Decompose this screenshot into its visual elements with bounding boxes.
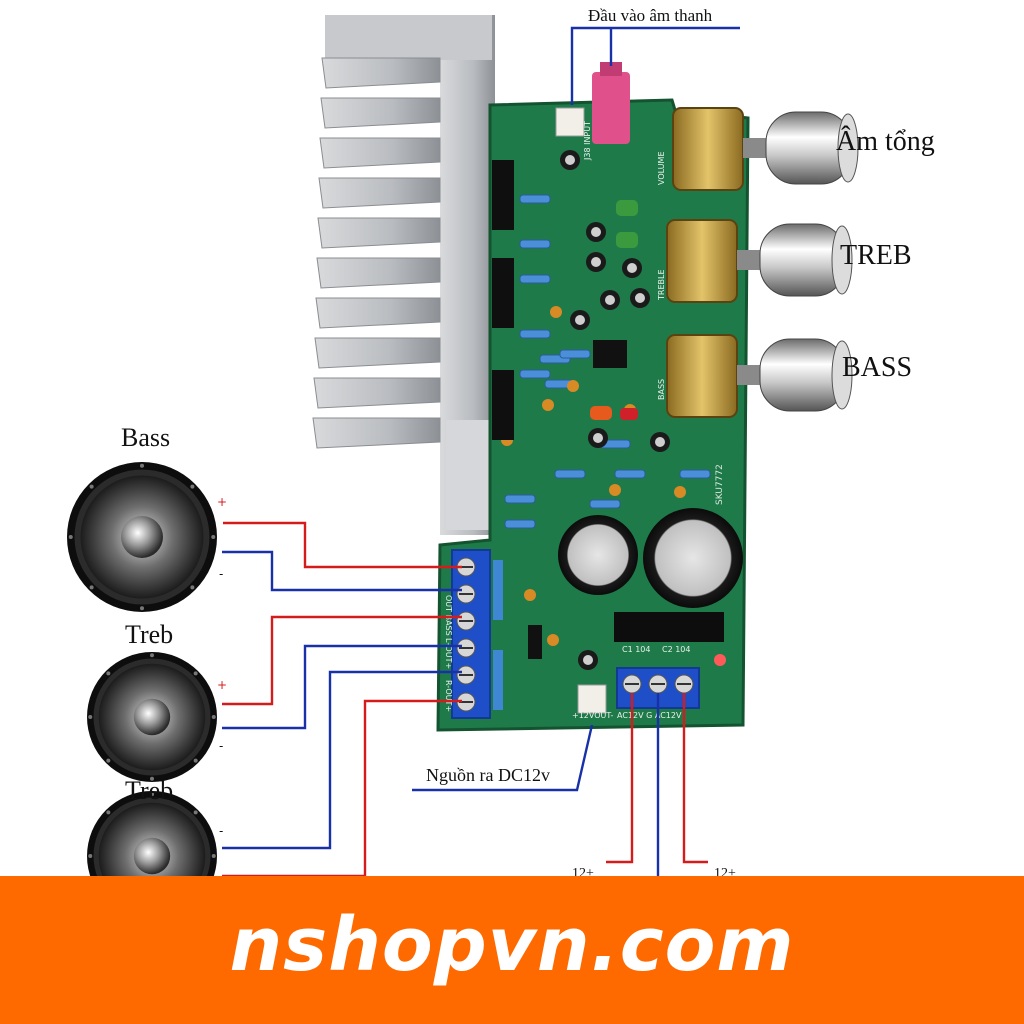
power-out-pointer-line (412, 724, 594, 792)
speaker-terminal-block (451, 549, 491, 719)
ceramic-capacitor (609, 484, 621, 496)
potentiometers (666, 107, 859, 418)
pot-shaft (737, 365, 765, 385)
resistor (614, 469, 646, 479)
heatsink-fin (319, 137, 441, 169)
treb-speaker-label-1: Treb (125, 620, 174, 649)
resistor (519, 329, 551, 339)
pot-shaft (737, 250, 765, 270)
heatsink-fin (320, 97, 441, 129)
resistor (493, 560, 503, 620)
resistor (679, 469, 711, 479)
heatsink (312, 15, 496, 535)
potentiometer (672, 107, 744, 191)
treble-silkscreen: TREBLE (657, 270, 666, 302)
speakers (67, 462, 217, 921)
resistor (554, 469, 586, 479)
heatsink-fin (318, 177, 441, 209)
input-pointer-line (570, 26, 740, 105)
resistor (519, 194, 551, 204)
wire-treb1-positive (222, 615, 462, 706)
cap1-silkscreen: C1 104 (622, 645, 651, 654)
out-bass-silkscreen: OUT BASS (444, 595, 453, 636)
brand-banner (0, 876, 1024, 1024)
speaker-dome (133, 837, 171, 875)
volume-knob-label: Âm tổng (836, 126, 935, 157)
treb-speaker-label-2: Treb (125, 776, 174, 805)
ceramic-capacitor (567, 380, 579, 392)
bass-speaker-label: Bass (121, 423, 171, 452)
ac-terminal-silkscreen: AC12V G AC12V (617, 711, 682, 720)
heatsink-fin (315, 297, 441, 329)
resistor (589, 499, 621, 509)
heatsink-fin (321, 57, 441, 89)
wiring (222, 26, 740, 878)
wire-treb2-negative (222, 670, 462, 850)
power-transistors (492, 160, 724, 642)
ceramic-capacitor (547, 634, 559, 646)
wire-bass-negative (222, 550, 462, 592)
filter-capacitors (558, 508, 743, 608)
bass-silkscreen: BASS (657, 379, 666, 400)
wire-treb1-negative (222, 644, 462, 730)
out-r-silkscreen: R-OUT+ (444, 680, 453, 712)
power-out-connector (577, 684, 607, 714)
heatsink-fin (314, 337, 441, 369)
film-capacitor (616, 232, 638, 248)
resistor (504, 519, 536, 529)
ceramic-capacitor (674, 486, 686, 498)
resistor (559, 349, 591, 359)
ac-terminal-block (616, 667, 700, 709)
film-capacitor (620, 408, 638, 420)
pot-shaft (743, 138, 771, 158)
polarity-marks: + - + - - (217, 495, 227, 838)
resistor (504, 494, 536, 504)
led (714, 654, 726, 666)
ceramic-capacitor (550, 306, 562, 318)
sku-silkscreen: SKU7772 (715, 464, 725, 505)
svg-text:-: - (219, 567, 223, 581)
heatsink-fin (312, 417, 441, 449)
film-capacitor (616, 200, 638, 216)
cap2-silkscreen: C2 104 (662, 645, 691, 654)
bass-knob-label: BASS (842, 352, 913, 383)
power-out-label: Nguồn ra DC12v (426, 765, 550, 785)
speaker-dome (121, 516, 163, 558)
wire-bass-positive (223, 521, 462, 569)
wire-ac-right (682, 693, 708, 864)
resistor (519, 274, 551, 284)
potentiometer (666, 219, 738, 303)
ceramic-capacitor (542, 399, 554, 411)
resistor (493, 650, 503, 710)
film-capacitor (590, 406, 612, 420)
power-out-silkscreen: +12VOUT- (572, 711, 614, 720)
pcb-components (493, 150, 726, 710)
ceramic-capacitor (524, 589, 536, 601)
potentiometer (666, 334, 738, 418)
amplifier-ic (614, 612, 724, 642)
input-silkscreen: J38 INPUT (583, 121, 592, 161)
regulator (528, 625, 542, 659)
treble-knob-label: TREB (840, 240, 912, 271)
heatsink-fin (316, 257, 441, 289)
audio-input-jack (555, 62, 630, 144)
out-l-silkscreen: L-OUT+ (444, 638, 453, 669)
svg-text:+: + (217, 495, 227, 509)
resistor (519, 369, 551, 379)
svg-text:+: + (217, 678, 227, 692)
audio-input-label: Đầu vào âm thanh (588, 6, 713, 25)
svg-text:-: - (219, 824, 223, 838)
resistor (519, 239, 551, 249)
heatsink-fin (313, 377, 441, 409)
volume-silkscreen: VOLUME (657, 152, 666, 186)
terminal-housing (451, 549, 491, 719)
brand-text: nshopvn.com (229, 902, 795, 988)
svg-text:-: - (219, 739, 223, 753)
heatsink-fin (317, 217, 441, 249)
wire-ac-left (606, 693, 634, 864)
speaker-dome (133, 698, 171, 736)
opamp-chip (593, 340, 627, 368)
